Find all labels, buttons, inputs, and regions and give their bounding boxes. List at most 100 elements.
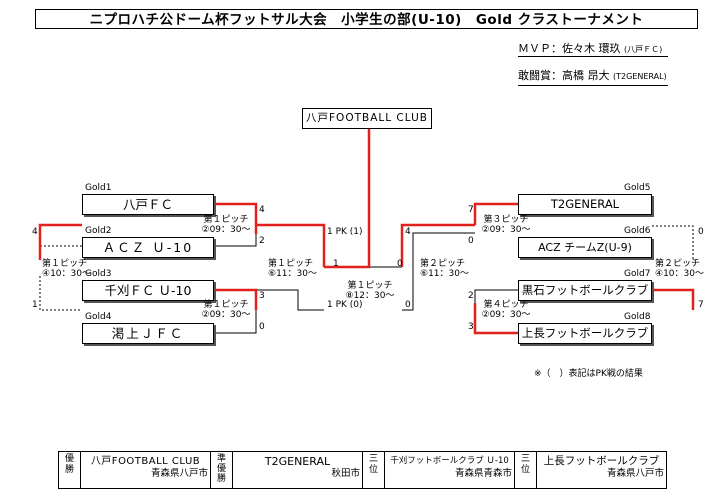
right-third-time: ④10：30～ [655, 269, 704, 279]
score-gold4: 0 [259, 322, 265, 332]
team-box-gold1: 八戸ＦＣ [82, 194, 214, 215]
third1-cell: 千刈フットボールクラブ Ｕ-10 青森県青森市 [384, 451, 515, 489]
winner-label-text: 優 勝 [64, 454, 74, 475]
mvp-award: ＭＶＰ：佐々木 環玖 (八戸ＦＣ) [518, 40, 668, 57]
right-m1-time: ②09：30～ [481, 225, 531, 235]
third1-label-text: 三 位 [368, 454, 378, 475]
score-right-third-top: 0 [698, 227, 704, 237]
team-box-gold6: ACZ チームZ(U-9) [518, 237, 652, 258]
runnerup-label: 準 優 勝 [210, 451, 233, 489]
slot-gold7: Gold7 [624, 269, 651, 279]
runnerup-team: T2GENERAL [264, 455, 331, 468]
right-semi-pitch: 第２ピッチ [420, 259, 466, 269]
slot-gold5: Gold5 [624, 183, 651, 193]
left-m1-time: ②09：30～ [201, 225, 251, 235]
score-gold8: 3 [468, 322, 474, 332]
slot-gold4: Gold4 [85, 312, 112, 322]
results-table: 優 勝 八戸FOOTBALL CLUB 青森県八戸市 準 優 勝 T2GENER… [58, 451, 667, 489]
win-line-left-third [38, 223, 82, 260]
right-m2-time: ②09：30～ [481, 310, 531, 320]
line-right-m2-top [474, 289, 518, 303]
third1-team: 千刈フットボールクラブ Ｕ-10 [390, 456, 509, 466]
mvp-team: (八戸ＦＣ) [624, 45, 663, 54]
win-line-left-semi-top [256, 223, 326, 267]
line-left-third-loser2 [39, 276, 82, 311]
final-pitch: 第１ピッチ [347, 281, 393, 291]
team-box-gold7: 黒石フットボールクラブ [518, 280, 652, 301]
team-box-gold4: 渇上ＪＦＣ [82, 323, 214, 344]
score-left-semi-bottom: 1 PK (0) [327, 300, 363, 310]
score-gold3: 3 [259, 291, 265, 301]
third2-team: 上長フットボールクラブ [543, 455, 660, 467]
score-gold6: 0 [468, 236, 474, 246]
win-line-gold5 [473, 202, 518, 225]
team-box-gold8: 上長フットボールクラブ [518, 323, 652, 344]
winner-cell: 八戸FOOTBALL CLUB 青森県八戸市 [80, 451, 211, 489]
left-third-time: ④10：30～ [42, 269, 91, 279]
score-gold5: 7 [468, 205, 474, 215]
runnerup-cell: T2GENERAL 秋田市 [232, 451, 363, 489]
team-box-gold5: T2GENERAL [518, 194, 652, 215]
win-line-gold3 [214, 288, 258, 310]
line-left-third-loser [39, 245, 82, 260]
third2-label-text: 三 位 [520, 454, 530, 475]
runnerup-label-text: 準 優 勝 [216, 454, 226, 484]
fighting-name: 高橋 昂大 [562, 69, 610, 82]
third2-cell: 上長フットボールクラブ 青森県八戸市 [536, 451, 667, 489]
line-gold2 [214, 234, 257, 247]
left-semi-time: ⑥11：30～ [268, 269, 317, 279]
pk-note: ※（ ）表記はPK戦の結果 [534, 369, 643, 379]
left-third-pitch: 第１ピッチ [42, 259, 88, 269]
winner-city: 青森県八戸市 [150, 468, 208, 479]
mvp-label: ＭＶＰ： [518, 42, 562, 55]
score-gold2: 2 [259, 236, 265, 246]
mvp-name: 佐々木 環玖 [562, 42, 621, 55]
score-final-right: 0 [397, 259, 403, 269]
team-box-gold2: ＡＣＺ Ｕ-10 [82, 237, 214, 258]
slot-gold6: Gold6 [624, 226, 651, 236]
fighting-team: (T2GENERAL) [613, 72, 667, 81]
line-right-semi-bottom [402, 232, 475, 311]
final-time: ⑧12：30～ [345, 291, 395, 301]
left-m2-pitch: 第１ピッチ [203, 300, 249, 310]
fighting-label: 敢闘賞： [518, 69, 562, 82]
score-left-semi-top: 1 PK (1) [327, 227, 363, 237]
winner-label: 優 勝 [58, 451, 81, 489]
left-m2-time: ②09：30～ [201, 310, 251, 320]
left-m1-pitch: 第１ピッチ [203, 215, 249, 225]
line-left-semi-bottom [256, 289, 324, 311]
score-left-third-top: 4 [32, 227, 38, 237]
slot-gold3: Gold3 [85, 269, 112, 279]
score-right-semi-bottom: 0 [405, 300, 411, 310]
third1-label: 三 位 [362, 451, 385, 489]
third2-label: 三 位 [514, 451, 537, 489]
page-title: ニプロハチ公ドーム杯フットサル大会 小学生の部(U-10) Gold クラストー… [35, 9, 698, 29]
line-right-third-loser [652, 225, 694, 260]
slot-gold2: Gold2 [85, 226, 112, 236]
winner-team: 八戸FOOTBALL CLUB [90, 456, 201, 467]
left-semi-pitch: 第１ピッチ [268, 259, 314, 269]
right-semi-time: ⑥11：30～ [420, 269, 469, 279]
third1-city: 青森県青森市 [454, 468, 512, 479]
slot-gold1: Gold1 [85, 183, 112, 193]
team-box-gold3: 千刈ＦＣ Ｕ-10 [82, 280, 214, 301]
runnerup-city: 秋田市 [331, 468, 360, 479]
win-line-gold8 [473, 303, 518, 335]
third2-city: 青森県八戸市 [606, 468, 664, 479]
bracket-lines [38, 129, 695, 335]
win-line-right-semi-top [400, 223, 475, 267]
line-gold4 [214, 310, 257, 334]
final-champion-box: 八戸FOOTBALL CLUB [302, 108, 432, 129]
score-right-semi-top: 4 [405, 227, 411, 237]
score-right-third-bottom: 7 [698, 300, 704, 310]
win-line-final-left [324, 129, 371, 269]
